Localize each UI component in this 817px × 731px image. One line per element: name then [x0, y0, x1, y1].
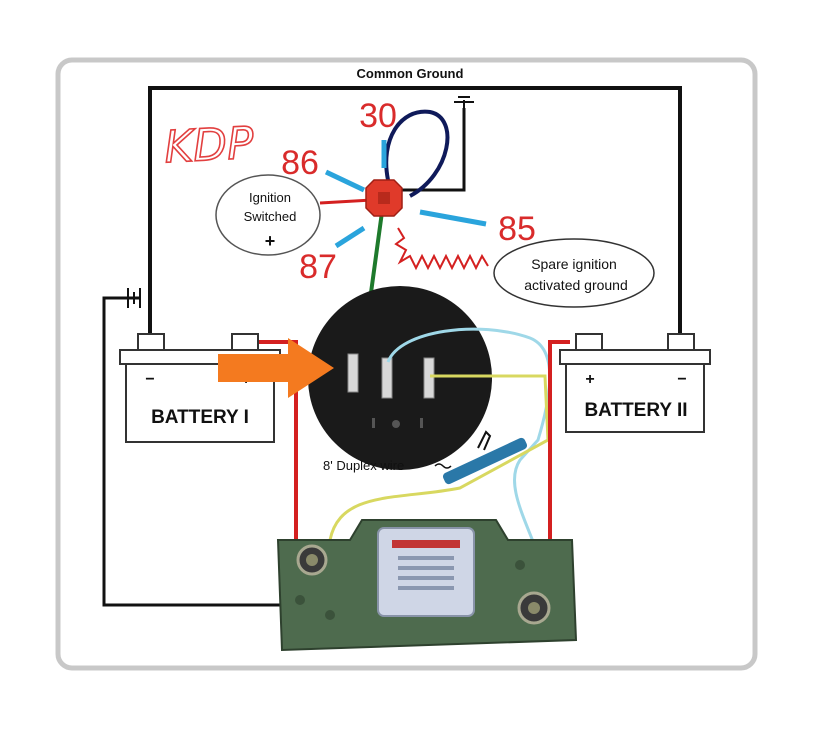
duplex-tilde — [434, 463, 452, 469]
battery-symbol-icon — [127, 288, 141, 308]
duplex-connector-icon — [442, 430, 528, 485]
relay-icon — [365, 179, 403, 217]
pin-pointers — [324, 140, 487, 249]
orange-arrow-icon — [218, 338, 334, 398]
ignition-switched-callout: Ignition Switched + — [215, 174, 321, 256]
battery1-label: BATTERY I — [151, 407, 249, 428]
ground-symbol-icon — [454, 96, 474, 108]
battery-1: − + BATTERY I — [119, 333, 281, 443]
pin-87-label: 87 — [299, 248, 337, 286]
spare-ignition-line1: Spare ignition — [531, 256, 617, 272]
pin-85-label: 85 — [498, 210, 536, 248]
ignition-switched-line1: Ignition — [249, 190, 291, 205]
battery2-positive-wire — [548, 340, 570, 600]
fuse-holder-icon — [308, 286, 492, 470]
battery2-plus-sign: + — [585, 371, 594, 388]
common-ground-label: Common Ground — [357, 66, 464, 81]
battery2-minus-sign: − — [677, 371, 686, 388]
spare-ignition-callout: Spare ignition activated ground — [493, 238, 655, 308]
common-ground-wire — [148, 86, 682, 340]
pin-86-label: 86 — [281, 144, 319, 182]
handwritten-note: KDP — [163, 118, 255, 174]
pin-30-label: 30 — [359, 97, 397, 135]
spare-ground-squiggle — [394, 227, 489, 271]
ignition-switched-line2: Switched — [244, 209, 297, 224]
battery-2: + − BATTERY II — [559, 333, 711, 433]
spare-ignition-line2: activated ground — [524, 277, 628, 293]
isolator-module-icon — [276, 519, 578, 652]
relay-loop-wire — [384, 109, 450, 198]
battery2-label: BATTERY II — [584, 400, 687, 421]
ignition-plus-sign: + — [265, 231, 276, 251]
yellow-wire — [318, 374, 550, 561]
battery1-minus-sign: − — [145, 371, 154, 388]
ignition-red-wire — [319, 198, 373, 205]
duplex-wire-label: 8' Duplex wire — [323, 458, 404, 473]
left-negative-wire — [102, 296, 290, 607]
